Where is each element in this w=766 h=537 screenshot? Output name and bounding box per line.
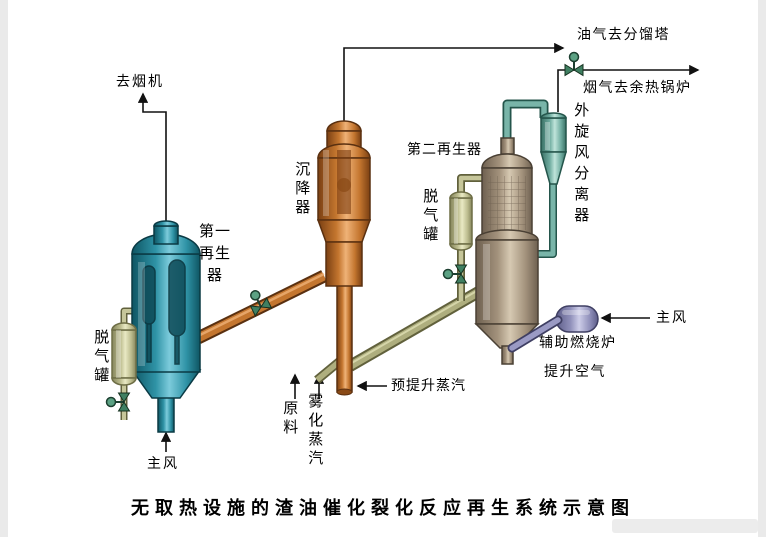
label-lift-air: 提升空气 bbox=[544, 363, 606, 379]
label-external-cyclone-separator: 外旋风分离器 bbox=[572, 102, 590, 228]
external-cyclone-vessel bbox=[540, 112, 567, 185]
page-left-margin bbox=[0, 0, 8, 537]
diagram-title: 无取热设施的渣油催化裂化反应再生系统示意图 bbox=[131, 498, 635, 518]
flue-to-machine-line bbox=[137, 92, 167, 240]
label-flue-gas-to-boiler: 烟气去余热锅炉 bbox=[583, 79, 692, 95]
label-main-air-right: 主风 bbox=[656, 309, 688, 325]
first-regenerator-vessel bbox=[130, 220, 202, 433]
degas-tank-right-vessel bbox=[449, 191, 473, 251]
riser-pipe bbox=[336, 279, 353, 396]
flue-to-boiler-line bbox=[557, 64, 700, 112]
label-atomizing-steam: 雾化蒸汽 bbox=[306, 393, 324, 469]
label-oil-gas-to-fractionator: 油气去分馏塔 bbox=[577, 26, 670, 42]
overhead-to-fractionator-line bbox=[343, 42, 565, 126]
settler-vessel bbox=[316, 120, 372, 287]
degas-tank-left-vessel bbox=[111, 322, 137, 386]
label-first-regenerator: 第一再生器 bbox=[198, 223, 231, 284]
flow-arrow-lines bbox=[137, 42, 700, 452]
page-right-margin bbox=[758, 0, 766, 537]
label-prelift-steam: 预提升蒸汽 bbox=[391, 377, 466, 393]
label-feedstock: 原料 bbox=[281, 400, 299, 438]
aux-furnace-vessel bbox=[555, 305, 599, 333]
label-aux-combustion-furnace: 辅助燃烧炉 bbox=[539, 334, 617, 350]
label-to-flue-gas-machine: 去烟机 bbox=[116, 73, 164, 89]
watermark bbox=[612, 519, 758, 533]
label-settler: 沉降器 bbox=[293, 161, 311, 218]
label-degas-tank-right: 脱气罐 bbox=[421, 188, 439, 245]
flue-gas-valve bbox=[564, 51, 584, 77]
label-main-air-left: 主风 bbox=[147, 455, 179, 471]
lift-air-pipe bbox=[507, 315, 563, 353]
internal-cyclones bbox=[142, 259, 186, 365]
label-degas-tank-left: 脱气罐 bbox=[92, 329, 110, 386]
second-regenerator-vessel bbox=[474, 137, 540, 365]
label-second-regenerator: 第二再生器 bbox=[407, 141, 482, 157]
